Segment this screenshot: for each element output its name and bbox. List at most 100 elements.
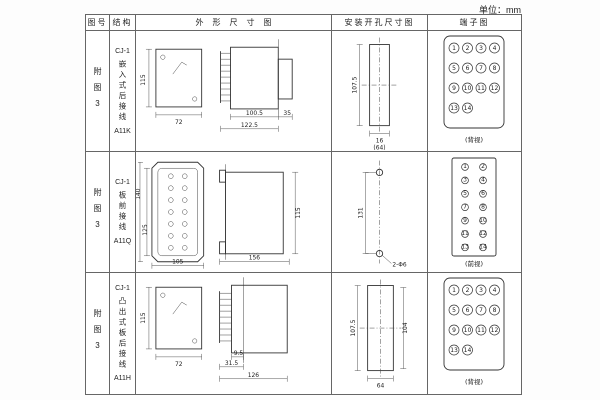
terminal-circle: [461, 162, 469, 171]
terminal-number: 14: [479, 243, 487, 250]
dim-height-side: 115: [295, 207, 302, 219]
terminal-number: 4: [481, 176, 485, 183]
terminal-number: 8: [481, 203, 485, 210]
spec-table: 图号 结构 外形尺寸图 安装开孔尺寸图 端子图 附图3 CJ-1 嵌入式后接线 …: [85, 14, 522, 395]
terminal-number: 11: [477, 84, 485, 91]
dim-cutout-width2: (64): [373, 144, 385, 151]
cutout-drawing: [361, 37, 398, 133]
terminal-circle: [489, 284, 500, 296]
terminal-circle: [489, 62, 500, 73]
model-label: CJ-1: [115, 47, 130, 55]
header-outline: 外形尺寸图: [136, 15, 332, 31]
dimension-lines: 115 72 100.5 35 122.5: [140, 48, 293, 132]
header-figure-no: 图号: [86, 15, 110, 31]
model-label: CJ-1: [115, 284, 130, 292]
terminal-circle: [448, 82, 460, 93]
dim-panel-offset: 9.5: [234, 350, 244, 357]
cutout-drawing: [359, 279, 402, 377]
outline-drawing-a11k: 115 72 100.5 35 122.5: [140, 38, 293, 132]
mounting-cell-row2: 131 2-Φ6: [332, 152, 428, 273]
terminal-number: 2: [481, 163, 485, 170]
hole-spec-label: 2-Φ6: [392, 261, 407, 268]
terminal-number: 12: [491, 84, 499, 91]
structure-code-label: A11Q: [113, 238, 132, 245]
terminal-circle: [462, 284, 473, 296]
structure-cell-row1: CJ-1 嵌入式后接线 A11K: [110, 31, 136, 152]
terminal-view-label: (背视): [465, 377, 483, 386]
dim-cutout-width: 16: [376, 137, 384, 144]
terminal-circle: [462, 62, 473, 73]
terminal-circle: [462, 344, 473, 356]
terminal-circle: [462, 102, 473, 113]
terminal-number: 3: [479, 44, 483, 51]
terminal-circle: [461, 229, 469, 238]
terminal-number: 11: [461, 230, 469, 237]
dim-height-outer: 140: [136, 188, 142, 200]
mounting-cell-row3: 107.5 104 64: [332, 273, 428, 394]
terminal-circle: [448, 42, 460, 53]
terminal-circle: [479, 189, 487, 198]
terminal-circle: [462, 304, 473, 316]
terminal-circle: [461, 202, 469, 211]
terminal-circle: [479, 216, 487, 224]
dim-rear-depth: 31.5: [225, 360, 238, 367]
terminal-number: 4: [493, 44, 497, 51]
terminal-circle: [448, 102, 460, 113]
terminal-number: 13: [450, 104, 458, 111]
terminal-circle: [475, 82, 487, 93]
terminal-number: 8: [493, 307, 497, 314]
side-view-drawing: [219, 277, 288, 363]
terminal-circle: [462, 324, 473, 336]
structure-type-label: 凸出式板后接线: [118, 296, 127, 371]
terminal-circle: [475, 324, 487, 336]
terminal-number: 5: [452, 307, 456, 314]
terminal-circle: [489, 304, 500, 316]
terminal-circle: [489, 82, 500, 93]
terminal-number: 3: [463, 176, 467, 183]
terminal-number: 7: [479, 307, 483, 314]
terminal-circle: [475, 304, 487, 316]
terminal-circle: [479, 229, 487, 238]
dim-width: 105: [172, 258, 184, 265]
terminal-number: 7: [463, 203, 467, 210]
side-view-drawing: [220, 38, 293, 119]
terminal-circle: [479, 202, 487, 211]
mounting-drawing-a11k: 107.5 16 (64): [352, 37, 398, 151]
dim-width: 72: [175, 118, 183, 125]
terminal-circle: [448, 304, 460, 316]
terminal-circle: [479, 162, 487, 171]
dim-depth-total: 122.5: [241, 121, 258, 128]
dimension-lines: 115 72 9.5 31.5 126: [140, 286, 288, 382]
terminal-number: 3: [479, 287, 483, 294]
terminal-base: [443, 35, 505, 128]
terminal-circle: [461, 243, 469, 251]
terminal-number: 13: [461, 243, 469, 250]
dim-depth-body: 100.5: [246, 109, 263, 116]
mounting-cell-row1: 107.5 16 (64): [332, 31, 428, 152]
terminal-circle: [475, 42, 487, 53]
hole-drawing: [375, 160, 392, 264]
terminal-number: 1: [463, 163, 467, 170]
front-view-drawing: [155, 48, 203, 107]
dim-cutout-height: 107.5: [352, 76, 359, 93]
figure-no-label: 附图3: [93, 66, 102, 116]
dim-width: 72: [175, 361, 183, 368]
dim-width: 64: [377, 382, 385, 389]
terminal-number: 10: [479, 216, 487, 223]
terminal-number: 1: [452, 287, 456, 294]
dim-height: 115: [140, 312, 147, 324]
structure-type-label: 板前接线: [118, 191, 127, 233]
terminal-circle: [448, 344, 460, 356]
terminal-number: 1: [452, 44, 456, 51]
side-view-drawing: [219, 163, 284, 260]
structure-cell-row2: CJ-1 板前接线 A11Q: [110, 152, 136, 273]
outline-cell-row3: 115 72 9.5 31.5 126: [136, 273, 332, 394]
terminal-circle: [479, 176, 487, 184]
